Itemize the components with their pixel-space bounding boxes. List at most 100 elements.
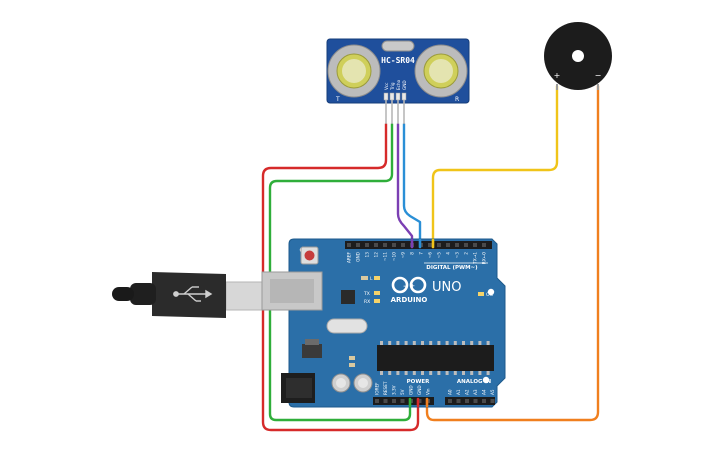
digital-pin-socket[interactable] [392, 243, 396, 247]
analog-pin-socket[interactable] [448, 399, 452, 403]
power-pin-label: RESET [383, 381, 388, 395]
wire-echo-blue[interactable] [402, 122, 422, 247]
digital-pin-socket[interactable] [473, 243, 477, 247]
atmega-chip [377, 345, 494, 371]
usb-chip [341, 290, 355, 304]
chip-leg [445, 341, 449, 345]
digital-pin-label: TX→1 [473, 252, 479, 265]
analog-header [445, 397, 495, 405]
sensor-corner-r: R [455, 96, 459, 103]
analog-pin-socket[interactable] [482, 399, 486, 403]
arduino-model-label: UNO [432, 280, 461, 295]
digital-pin-socket[interactable] [401, 243, 405, 247]
chip-leg [429, 341, 433, 345]
digital-pin-socket[interactable] [455, 243, 459, 247]
reset-button-cap[interactable] [304, 250, 315, 261]
wire-buzzer-orange[interactable] [425, 84, 600, 422]
chip-leg [412, 371, 416, 375]
piezo-buzzer[interactable]: + − [544, 22, 612, 90]
led-l-label: L [370, 276, 373, 282]
sensor-corner-t: T [335, 96, 340, 103]
digital-header-label: DIGITAL (PWM~) [426, 265, 478, 271]
chip-leg [421, 341, 424, 345]
chip-leg [412, 341, 416, 345]
analog-pin-socket[interactable] [473, 399, 478, 403]
chip-leg [380, 341, 383, 345]
digital-pin-label: ~10 [392, 252, 398, 261]
chip-leg [478, 341, 482, 345]
digital-pin-socket[interactable] [482, 243, 486, 247]
sensor-model-label: HC-SR04 [381, 56, 415, 65]
led-rx [374, 299, 380, 303]
chip-leg [470, 341, 474, 345]
digital-pin-label: ~6 [428, 252, 434, 259]
power-pin-socket[interactable] [417, 399, 422, 403]
chip-leg [404, 341, 408, 345]
sensor-pin-label-vcc: Vcc [384, 82, 389, 90]
usb-cable-end [112, 287, 134, 301]
power-pin-socket[interactable] [392, 399, 396, 403]
sensor-pin-gnd[interactable] [401, 92, 407, 101]
chip-leg [429, 371, 433, 375]
power-pin-socket[interactable] [400, 399, 405, 403]
digital-pin-socket[interactable] [437, 243, 441, 247]
wire-buzzer-yellow[interactable] [431, 84, 559, 247]
chip-leg [486, 341, 490, 345]
chip-leg [380, 371, 383, 375]
digital-pin-label: GND [356, 251, 362, 262]
buzzer-hole [572, 50, 584, 62]
chip-leg [421, 371, 424, 375]
crystal-oscillator [326, 318, 368, 334]
digital-pin-label: 4 [446, 252, 452, 255]
buzzer-plus-label: + [554, 71, 561, 80]
digital-pin-label: 12 [374, 252, 380, 258]
sensor-pin-trig[interactable] [389, 92, 395, 101]
analog-pin-label: A5 [490, 389, 495, 395]
digital-pin-label: 8 [410, 252, 416, 255]
chip-leg [470, 371, 474, 375]
chip-leg [453, 371, 457, 375]
chip-leg [396, 341, 400, 345]
mount-hole [482, 376, 490, 384]
digital-pin-label: 13 [365, 252, 371, 258]
led-on-label: ON [486, 292, 493, 298]
digital-pin-socket[interactable] [365, 243, 369, 247]
power-pin-socket[interactable] [375, 399, 379, 403]
analog-pin-label: A3 [473, 389, 478, 395]
sensor-pin-vcc[interactable] [383, 92, 389, 101]
digital-pin-label: ~3 [455, 252, 461, 259]
analog-header-label: ANALOG IN [457, 379, 492, 385]
digital-pin-socket[interactable] [428, 243, 432, 247]
voltage-regulator [302, 344, 322, 358]
usb-strain-relief [130, 283, 156, 305]
usb-icon [173, 286, 213, 302]
digital-pin-label: RX←0 [482, 252, 488, 265]
analog-pin-socket[interactable] [456, 399, 461, 403]
digital-pin-label: AREF [347, 251, 353, 263]
sensor-pin-echo[interactable] [395, 92, 401, 101]
chip-leg [388, 341, 392, 345]
analog-pin-socket[interactable] [465, 399, 469, 403]
digital-pin-socket[interactable] [383, 243, 387, 247]
led-rx-label: RX [364, 299, 370, 305]
analog-pin-socket[interactable] [490, 399, 495, 403]
wire-trig-purple[interactable] [396, 122, 414, 247]
analog-pin-label: A1 [456, 389, 461, 395]
analog-pin-label: A2 [465, 389, 470, 395]
wire-terminals [408, 238, 435, 408]
led-l [374, 276, 380, 280]
digital-header [345, 241, 492, 249]
ultrasonic-sensor[interactable]: HC-SR04 T R Vcc Trig Echo GND [326, 38, 470, 124]
digital-pin-socket[interactable] [446, 243, 450, 247]
power-pin-label: GND [409, 385, 414, 395]
power-pin-label: Vin [426, 388, 431, 395]
digital-pin-socket[interactable] [347, 243, 351, 247]
digital-pin-socket[interactable] [356, 243, 360, 247]
digital-pin-label: ~9 [401, 252, 407, 259]
led-tx [374, 291, 380, 295]
digital-pin-socket[interactable] [374, 243, 378, 247]
digital-pin-socket[interactable] [464, 243, 468, 247]
power-pin-socket[interactable] [383, 399, 388, 403]
wires [261, 84, 600, 432]
